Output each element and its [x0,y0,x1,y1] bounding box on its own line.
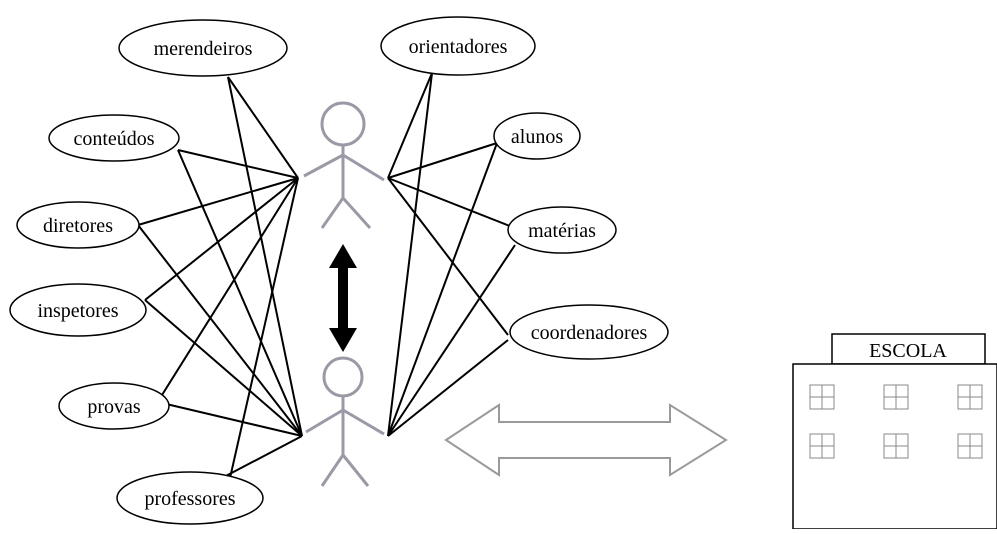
school-building-icon: ESCOLA [792,333,997,530]
edge-conteudos-top [177,149,299,179]
edge-professores-bottom [221,435,303,479]
node-materias: matérias [507,206,617,254]
node-label: alunos [511,126,563,148]
node-merendeiros: merendeiros [118,19,288,77]
node-label: professores [144,488,235,510]
window-icon [883,433,909,459]
node-label: orientadores [409,36,508,58]
node-label: provas [87,396,141,418]
connection-lines [137,72,516,479]
edge-merendeiros-top [227,76,299,179]
node-professores: professores [116,471,264,525]
node-diretores: diretores [16,201,140,249]
edge-inspetores-bottom [144,299,303,437]
window-icon [809,433,835,459]
edge-conteudos-bottom [177,149,303,437]
node-label: conteúdos [73,128,154,150]
double-arrow-icon [329,244,357,352]
edge-provas-bottom [161,402,303,437]
edge-merendeiros-bottom [227,76,303,437]
school-label: ESCOLA [869,340,947,362]
edge-materias-top [387,177,516,229]
node-label: matérias [528,220,596,242]
node-orientadores: orientadores [380,16,536,76]
edge-alunos-bottom [387,142,498,437]
outline-double-arrow-icon [444,403,728,477]
window-icon [883,384,909,410]
node-inspetores: inspetores [9,283,147,337]
edge-materias-bottom [387,244,516,437]
person-icon-bottom [305,356,385,487]
edge-diretores-top [137,177,299,226]
edge-orientadores-bottom [387,72,433,437]
node-label: diretores [43,215,113,237]
person-icon-top [303,101,385,230]
edge-professores-top [229,177,299,479]
window-icon [809,384,835,410]
node-label: inspetores [37,300,118,322]
window-icon [957,384,983,410]
node-coordenadores: coordenadores [509,304,669,360]
edge-coordenadores-bottom [387,339,509,437]
node-label: merendeiros [154,38,253,60]
edge-provas-top [161,177,299,396]
edge-diretores-bottom [137,224,303,437]
node-alunos: alunos [493,112,581,160]
node-provas: provas [58,382,170,430]
node-label: coordenadores [531,322,648,344]
edge-alunos-top [387,142,498,179]
node-conteudos: conteúdos [48,114,180,162]
edge-orientadores-top [387,72,433,179]
window-icon [957,433,983,459]
edge-inspetores-top [144,177,299,301]
edge-coordenadores-top [387,177,509,336]
